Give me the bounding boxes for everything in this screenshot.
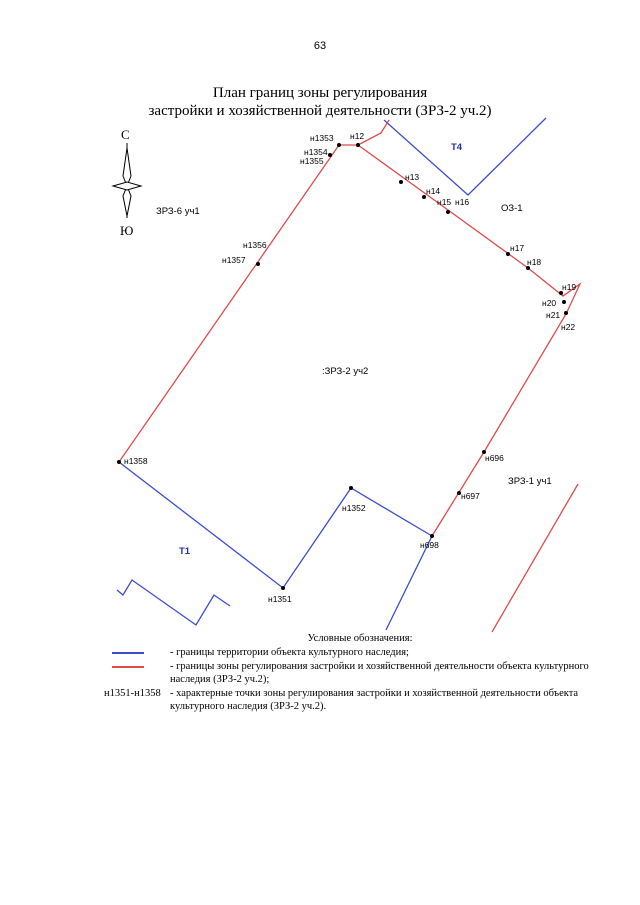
boundary-map: С Ю н13 (111, 117, 582, 633)
label-n19: н19 (562, 282, 576, 292)
zrz-boundary-main (118, 144, 582, 537)
compass-south-label: Ю (120, 223, 133, 238)
point-n1355 (328, 153, 332, 157)
label-n1358: н1358 (124, 456, 148, 466)
red-line-swatch (112, 666, 144, 668)
legend-row-heritage: - границы территории объекта культурного… (0, 646, 640, 659)
label-n12: н12 (350, 131, 364, 141)
zone-label-t4: Т4 (451, 142, 463, 153)
zrz-boundary-connector (357, 119, 390, 146)
point-n1353 (337, 143, 341, 147)
page-number: 63 (313, 40, 327, 52)
label-n22: н22 (561, 322, 575, 332)
zrz-boundaries (118, 119, 582, 633)
point-labels: н1353 н12 н1354 н1355 н13 н14 н15 н16 н1… (124, 131, 576, 604)
label-n1351: н1351 (268, 594, 292, 604)
zone-label-zrz1: ЗРЗ-1 уч1 (508, 476, 552, 487)
point-n1351 (281, 586, 285, 590)
title-line-1: План границ зоны регулирования (212, 85, 428, 101)
label-n13: н13 (405, 172, 419, 182)
point-n19 (559, 291, 563, 295)
label-n698: н698 (420, 540, 439, 550)
label-n15: н15 (437, 197, 451, 207)
zone-labels: ЗРЗ-6 уч1 Т4 ОЗ-1 :ЗРЗ-2 уч2 ЗРЗ-1 уч1 Т… (156, 142, 552, 557)
title-line-2: застройки и хозяйственной деятельности (… (148, 103, 492, 119)
heritage-boundary-t1-lower (385, 535, 433, 631)
label-n1354: н1354 (304, 147, 328, 157)
label-n1356: н1356 (243, 240, 267, 250)
label-n21: н21 (546, 310, 560, 320)
point-n20 (562, 300, 566, 304)
label-n1355: н1355 (300, 156, 324, 166)
label-n16: н16 (455, 197, 469, 207)
heritage-boundaries (116, 117, 547, 631)
legend-points-code: н1351-н1358 (104, 688, 161, 699)
label-n1353: н1353 (310, 133, 334, 143)
zone-label-zrz6: ЗРЗ-6 уч1 (156, 206, 200, 217)
label-n20: н20 (542, 298, 556, 308)
zone-label-oz1: ОЗ-1 (501, 203, 523, 214)
label-n697: н697 (461, 491, 480, 501)
point-n1357 (256, 262, 260, 266)
point-n697 (457, 491, 461, 495)
legend-text-zrz: - границы зоны регулирования застройки и… (170, 661, 589, 685)
legend-text-points: - характерные точки зоны регулирования з… (170, 688, 579, 712)
point-n17 (506, 252, 510, 256)
point-n21 (564, 311, 568, 315)
point-n13 (399, 180, 403, 184)
blue-line-swatch (112, 652, 144, 654)
point-n12 (356, 143, 360, 147)
point-n1352 (349, 486, 353, 490)
legend: Условные обозначения: - границы территор… (0, 632, 640, 713)
legend-row-points: н1351-н1358 - характерные точки зоны рег… (0, 687, 640, 713)
label-n14: н14 (426, 186, 440, 196)
label-n696: н696 (485, 453, 504, 463)
label-n1357: н1357 (222, 255, 246, 265)
legend-text-heritage: - границы территории объекта культурного… (170, 647, 409, 658)
heritage-boundary-west (116, 579, 231, 626)
point-n16 (446, 210, 450, 214)
point-n1358 (117, 460, 121, 464)
boundary-points (117, 143, 568, 590)
compass-north-label: С (121, 127, 130, 142)
heritage-boundary-t4 (383, 117, 547, 196)
heritage-boundary-t1-upper (118, 461, 433, 589)
legend-title: Условные обозначения: (307, 633, 413, 644)
compass-icon: С Ю (111, 127, 143, 238)
label-n1352: н1352 (342, 503, 366, 513)
point-n696 (482, 450, 486, 454)
label-n18: н18 (527, 257, 541, 267)
label-n17: н17 (510, 243, 524, 253)
zone-label-zrz2: :ЗРЗ-2 уч2 (322, 366, 368, 377)
zrz-1-boundary (491, 483, 579, 633)
page-title: План границ зоны регулирования застройки… (0, 84, 640, 120)
point-n698 (430, 534, 434, 538)
zone-label-t1: Т1 (179, 546, 191, 557)
point-n14 (422, 195, 426, 199)
legend-row-zrz: - границы зоны регулирования застройки и… (0, 660, 640, 686)
point-n18 (526, 266, 530, 270)
